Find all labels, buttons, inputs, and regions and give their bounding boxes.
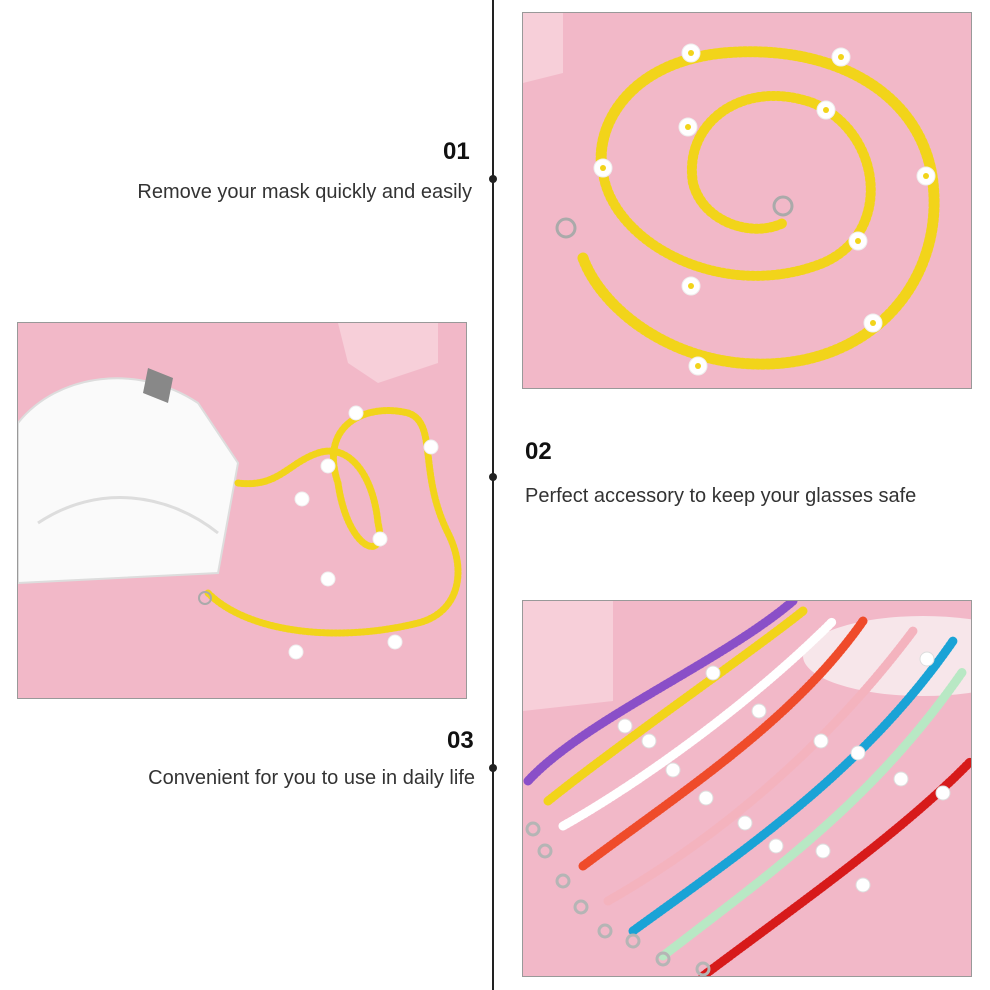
product-photo-multicolor-chains xyxy=(522,600,972,977)
timeline-dot-1 xyxy=(489,175,497,183)
product-photo-spiral-chain xyxy=(522,12,972,389)
feature-text-3: Convenient for you to use in daily life xyxy=(148,767,475,789)
backdrop-block xyxy=(523,13,563,83)
timeline-dot-2 xyxy=(489,473,497,481)
feature-number-2: 02 xyxy=(525,438,552,465)
feature-number-3: 03 xyxy=(447,727,474,754)
timeline-dot-3 xyxy=(489,764,497,772)
product-photo-mask-chain xyxy=(17,322,467,699)
feature-text-2: Perfect accessory to keep your glasses s… xyxy=(525,485,917,507)
feature-number-1: 01 xyxy=(443,138,470,165)
timeline-line xyxy=(492,0,494,990)
feature-text-1: Remove your mask quickly and easily xyxy=(137,181,472,203)
